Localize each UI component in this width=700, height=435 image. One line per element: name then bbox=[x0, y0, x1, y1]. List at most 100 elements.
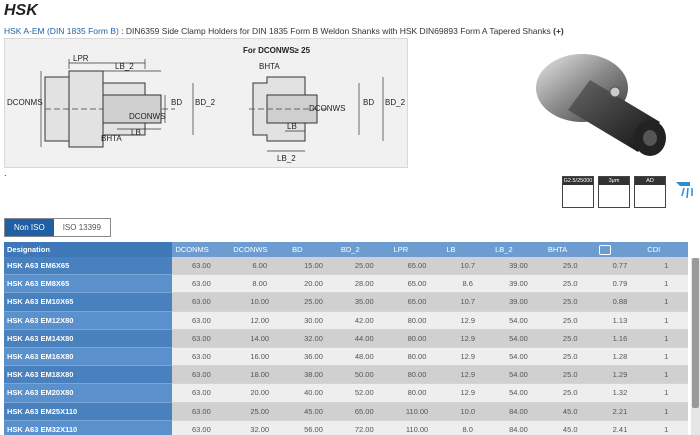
designation-cell[interactable]: HSK A63 EM18X80 bbox=[4, 365, 173, 385]
table-cell: 2.41 bbox=[595, 420, 645, 435]
bd-label: BD bbox=[171, 98, 182, 107]
table-cell: 6.00 bbox=[230, 257, 290, 276]
table-cell: 10.7 bbox=[443, 292, 493, 312]
bd2-right-label: BD_2 bbox=[385, 98, 406, 107]
product-table-container: Designation DCONMS DCONWS BD BD_2 LPR LB… bbox=[4, 242, 688, 435]
table-cell: 84.00 bbox=[492, 402, 545, 421]
standard-tabs: Non ISO ISO 13399 bbox=[4, 218, 111, 237]
table-cell: 1.16 bbox=[595, 329, 645, 348]
col-lb[interactable]: LB bbox=[443, 242, 493, 257]
large-diameter-heading: For DCONWS≥ 25 bbox=[243, 46, 311, 55]
table-cell: 45.0 bbox=[544, 402, 596, 421]
table-cell: 8.6 bbox=[443, 274, 493, 294]
table-cell: 25.00 bbox=[230, 402, 290, 421]
table-cell: 8.0 bbox=[443, 420, 493, 435]
scrollbar-thumb[interactable] bbox=[692, 258, 699, 408]
table-cell: 25.0 bbox=[544, 311, 596, 330]
designation-cell[interactable]: HSK A63 EM8X65 bbox=[4, 274, 173, 294]
col-bhta[interactable]: BHTA bbox=[544, 242, 596, 257]
product-photo bbox=[520, 40, 680, 165]
table-cell: 63.00 bbox=[172, 365, 231, 385]
lb2-label: LB_2 bbox=[115, 62, 134, 71]
col-weight[interactable] bbox=[595, 242, 645, 257]
table-cell: 15.00 bbox=[289, 257, 338, 276]
table-cell: 38.00 bbox=[289, 365, 338, 385]
product-table: Designation DCONMS DCONWS BD BD_2 LPR LB… bbox=[4, 242, 688, 435]
designation-cell[interactable]: HSK A63 EM14X80 bbox=[4, 329, 173, 348]
table-cell: 25.00 bbox=[337, 257, 391, 276]
table-cell: 1 bbox=[644, 402, 688, 421]
table-cell: 0.88 bbox=[595, 292, 645, 312]
designation-cell[interactable]: HSK A63 EM32X110 bbox=[4, 420, 173, 435]
table-cell: 10.7 bbox=[443, 257, 493, 276]
table-cell: 25.00 bbox=[289, 292, 338, 312]
designation-cell[interactable]: HSK A63 EM10X65 bbox=[4, 292, 173, 312]
col-cdi[interactable]: CDI bbox=[644, 242, 688, 257]
table-cell: 72.00 bbox=[337, 420, 391, 435]
feature-icons: G2.5/25000 3μm AD bbox=[562, 176, 700, 208]
balance-icon: G2.5/25000 bbox=[562, 176, 594, 208]
col-bd2[interactable]: BD_2 bbox=[337, 242, 391, 257]
table-cell: 63.00 bbox=[172, 292, 231, 312]
series-subtitle: HSK A-EM (DIN 1835 Form B) : DIN6359 Sid… bbox=[4, 26, 564, 36]
col-bd[interactable]: BD bbox=[289, 242, 338, 257]
table-cell: 1 bbox=[644, 292, 688, 312]
lb-right-label: LB bbox=[287, 122, 297, 131]
dconws-label: DCONWS bbox=[129, 112, 165, 121]
table-cell: 12.9 bbox=[443, 347, 493, 367]
table-cell: 63.00 bbox=[172, 329, 231, 348]
table-cell: 110.00 bbox=[390, 402, 444, 421]
weight-icon bbox=[598, 244, 611, 255]
table-cell: 54.00 bbox=[492, 365, 545, 385]
table-cell: 25.0 bbox=[544, 365, 596, 385]
col-lpr[interactable]: LPR bbox=[390, 242, 444, 257]
expand-plus[interactable]: (+) bbox=[553, 26, 564, 36]
table-cell: 56.00 bbox=[289, 420, 338, 435]
series-link[interactable]: HSK A-EM (DIN 1835 Form B) bbox=[4, 26, 119, 36]
table-cell: 63.00 bbox=[172, 402, 231, 421]
designation-cell[interactable]: HSK A63 EM6X65 bbox=[4, 257, 173, 276]
col-dconms[interactable]: DCONMS bbox=[172, 242, 231, 257]
table-cell: 63.00 bbox=[172, 347, 231, 367]
col-lb2[interactable]: LB_2 bbox=[492, 242, 545, 257]
runout-icon: 3μm bbox=[598, 176, 630, 208]
col-designation[interactable]: Designation bbox=[4, 242, 173, 257]
table-cell: 12.9 bbox=[443, 383, 493, 403]
designation-cell[interactable]: HSK A63 EM20X80 bbox=[4, 383, 173, 403]
table-cell: 25.0 bbox=[544, 383, 596, 403]
designation-cell[interactable]: HSK A63 EM25X110 bbox=[4, 402, 173, 421]
table-cell: 25.0 bbox=[544, 347, 596, 367]
designation-cell[interactable]: HSK A63 EM16X80 bbox=[4, 347, 173, 367]
tab-non-iso[interactable]: Non ISO bbox=[5, 219, 54, 236]
table-cell: 12.9 bbox=[443, 329, 493, 348]
table-cell: 50.00 bbox=[337, 365, 391, 385]
table-cell: 25.0 bbox=[544, 329, 596, 348]
table-cell: 54.00 bbox=[492, 347, 545, 367]
table-cell: 12.9 bbox=[443, 365, 493, 385]
table-cell: 54.00 bbox=[492, 329, 545, 348]
table-cell: 1 bbox=[644, 365, 688, 385]
designation-cell[interactable]: HSK A63 EM12X80 bbox=[4, 311, 173, 330]
table-cell: 45.0 bbox=[544, 420, 596, 435]
table-cell: 1.32 bbox=[595, 383, 645, 403]
col-dconws[interactable]: DCONWS bbox=[230, 242, 290, 257]
table-cell: 63.00 bbox=[172, 383, 231, 403]
table-cell: 28.00 bbox=[337, 274, 391, 294]
table-cell: 80.00 bbox=[390, 329, 444, 348]
table-header-row: Designation DCONMS DCONWS BD BD_2 LPR LB… bbox=[4, 242, 688, 257]
tab-iso-13399[interactable]: ISO 13399 bbox=[53, 219, 110, 236]
table-cell: 39.00 bbox=[492, 292, 545, 312]
table-scrollbar[interactable] bbox=[691, 258, 700, 435]
series-description: : DIN6359 Side Clamp Holders for DIN 183… bbox=[118, 26, 554, 36]
table-cell: 32.00 bbox=[289, 329, 338, 348]
